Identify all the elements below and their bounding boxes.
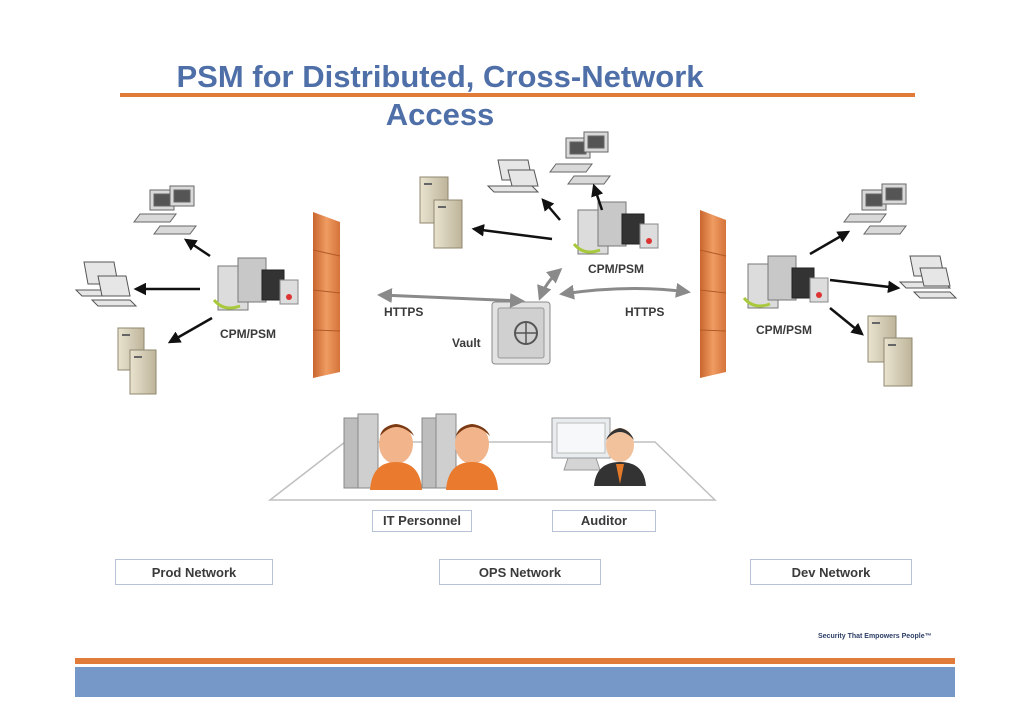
- vault-label: Vault: [452, 336, 481, 350]
- https-label-right: HTTPS: [625, 305, 665, 319]
- cpm-psm-icon-left: [212, 257, 299, 311]
- https-label-left: HTTPS: [384, 305, 424, 319]
- brand-tagline: Security That Empowers People™: [818, 633, 932, 640]
- desktop-icon-prod: [133, 185, 197, 235]
- prod-network-box: Prod Network: [115, 559, 273, 585]
- server-icon-ops: [419, 176, 463, 249]
- title-underline: [120, 93, 915, 97]
- footer-rule: [75, 658, 955, 664]
- auditor-icon: [551, 417, 646, 486]
- server-icon-dev: [867, 315, 913, 387]
- desktop-icon-dev: [843, 183, 907, 235]
- ops-floor: [267, 441, 717, 501]
- cpm-psm-label-top: CPM/PSM: [588, 262, 645, 276]
- dev-network-box: Dev Network: [750, 559, 912, 585]
- cpm-psm-label-right: CPM/PSM: [756, 323, 813, 337]
- it-personnel-icon: [343, 413, 498, 490]
- firewall-left: [312, 212, 341, 378]
- server-icon-prod: [117, 327, 157, 395]
- footer-bar: [75, 667, 955, 697]
- laptop-icon-ops: [486, 159, 540, 193]
- it-personnel-box: IT Personnel: [372, 510, 472, 532]
- title-line-1: PSM for Distributed, Cross-Network: [176, 59, 704, 94]
- cpm-psm-icon-right: [742, 255, 829, 309]
- laptop-icon-prod: [74, 261, 138, 307]
- cpm-psm-icon-top: [572, 201, 659, 255]
- auditor-box: Auditor: [552, 510, 656, 532]
- laptop-icon-dev: [898, 255, 958, 299]
- ops-network-box: OPS Network: [439, 559, 601, 585]
- desktop-icon-ops: [549, 131, 611, 185]
- title-line-2: Access: [385, 97, 495, 132]
- slide-title: PSM for Distributed, Cross-Network Acces…: [120, 58, 760, 134]
- firewall-right: [699, 210, 727, 378]
- vault-icon: [491, 301, 551, 365]
- cpm-psm-label-left: CPM/PSM: [220, 327, 277, 341]
